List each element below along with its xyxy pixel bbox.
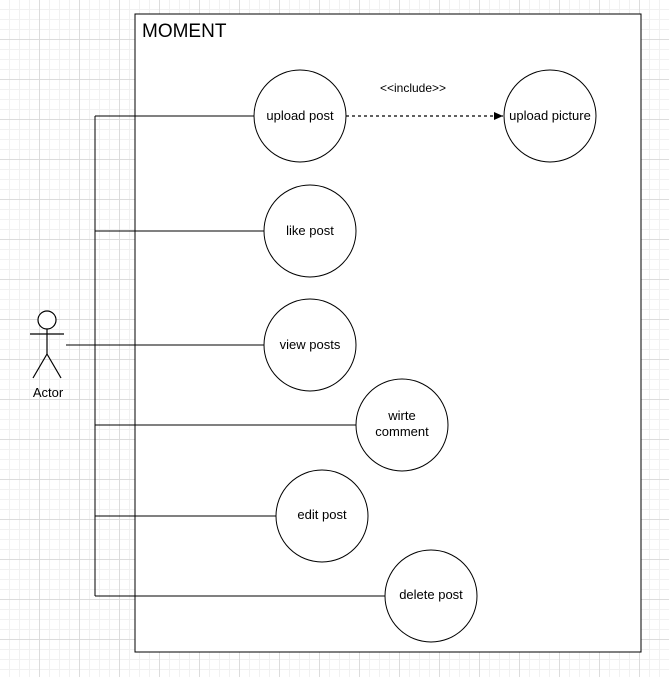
use-case-upload-picture[interactable]: upload picture: [503, 69, 597, 163]
use-case-label-line2: comment: [375, 424, 429, 439]
use-case-label: delete post: [399, 587, 463, 602]
use-case-label: edit post: [297, 507, 347, 522]
use-case-upload-post[interactable]: upload post: [253, 69, 347, 163]
actor-figure: [30, 310, 64, 379]
use-case-label: view posts: [280, 337, 341, 352]
use-case-edit-post[interactable]: edit post: [275, 469, 369, 563]
use-case-label: upload picture: [509, 108, 591, 123]
system-title: MOMENT: [142, 21, 227, 42]
use-case-label: upload post: [266, 108, 334, 123]
use-case-delete-post[interactable]: delete post: [384, 549, 478, 643]
include-label: <<include>>: [380, 81, 446, 95]
use-case-like-post[interactable]: like post: [263, 184, 357, 278]
actor-label: Actor: [33, 385, 64, 400]
association-lines: [66, 115, 386, 597]
use-case-view-posts[interactable]: view posts: [263, 298, 357, 392]
use-case-write-comment[interactable]: wirte comment: [355, 378, 449, 472]
use-case-label-line1: wirte: [387, 408, 415, 423]
use-case-label: like post: [286, 223, 334, 238]
